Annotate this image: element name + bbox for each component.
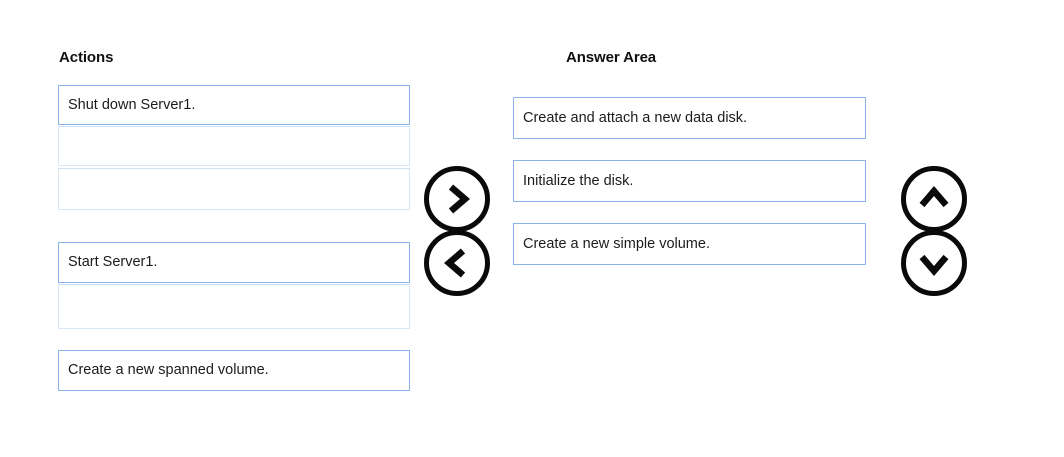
action-item-empty[interactable] bbox=[58, 284, 410, 329]
action-item-empty[interactable] bbox=[58, 126, 410, 166]
move-right-button[interactable] bbox=[424, 166, 490, 232]
action-item[interactable]: Start Server1. bbox=[58, 242, 410, 283]
answer-item[interactable]: Create and attach a new data disk. bbox=[513, 97, 866, 139]
chevron-down-icon bbox=[917, 248, 951, 278]
chevron-left-icon bbox=[442, 246, 472, 280]
action-item[interactable]: Create a new spanned volume. bbox=[58, 350, 410, 391]
answer-item[interactable]: Initialize the disk. bbox=[513, 160, 866, 202]
chevron-right-icon bbox=[442, 182, 472, 216]
answer-area-header: Answer Area bbox=[566, 49, 657, 66]
action-item[interactable]: Shut down Server1. bbox=[58, 85, 410, 125]
move-down-button[interactable] bbox=[901, 230, 967, 296]
answer-item[interactable]: Create a new simple volume. bbox=[513, 223, 866, 265]
action-item-empty[interactable] bbox=[58, 168, 410, 210]
move-up-button[interactable] bbox=[901, 166, 967, 232]
actions-column-header: Actions bbox=[59, 49, 114, 66]
chevron-up-icon bbox=[917, 184, 951, 214]
move-left-button[interactable] bbox=[424, 230, 490, 296]
